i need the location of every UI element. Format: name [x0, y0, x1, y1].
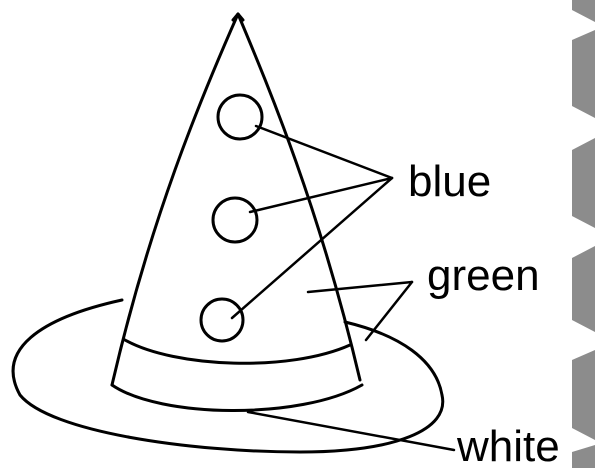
- hat-band-bottom: [112, 385, 362, 411]
- label-green: green: [427, 254, 540, 298]
- dot-middle: [213, 198, 257, 242]
- dot-top: [218, 95, 262, 139]
- leader-green-cone: [308, 282, 412, 292]
- hat-band-top: [125, 340, 350, 363]
- label-blue: blue: [408, 160, 491, 204]
- label-white: white: [457, 425, 560, 469]
- dot-bottom: [201, 299, 243, 341]
- hat-cone-right: [238, 14, 360, 380]
- leader-blue-top: [256, 126, 392, 178]
- leader-blue-bottom: [232, 178, 392, 318]
- leader-green-brim: [366, 282, 412, 340]
- edge-strip: [570, 0, 595, 468]
- hat-cone-left: [112, 14, 238, 385]
